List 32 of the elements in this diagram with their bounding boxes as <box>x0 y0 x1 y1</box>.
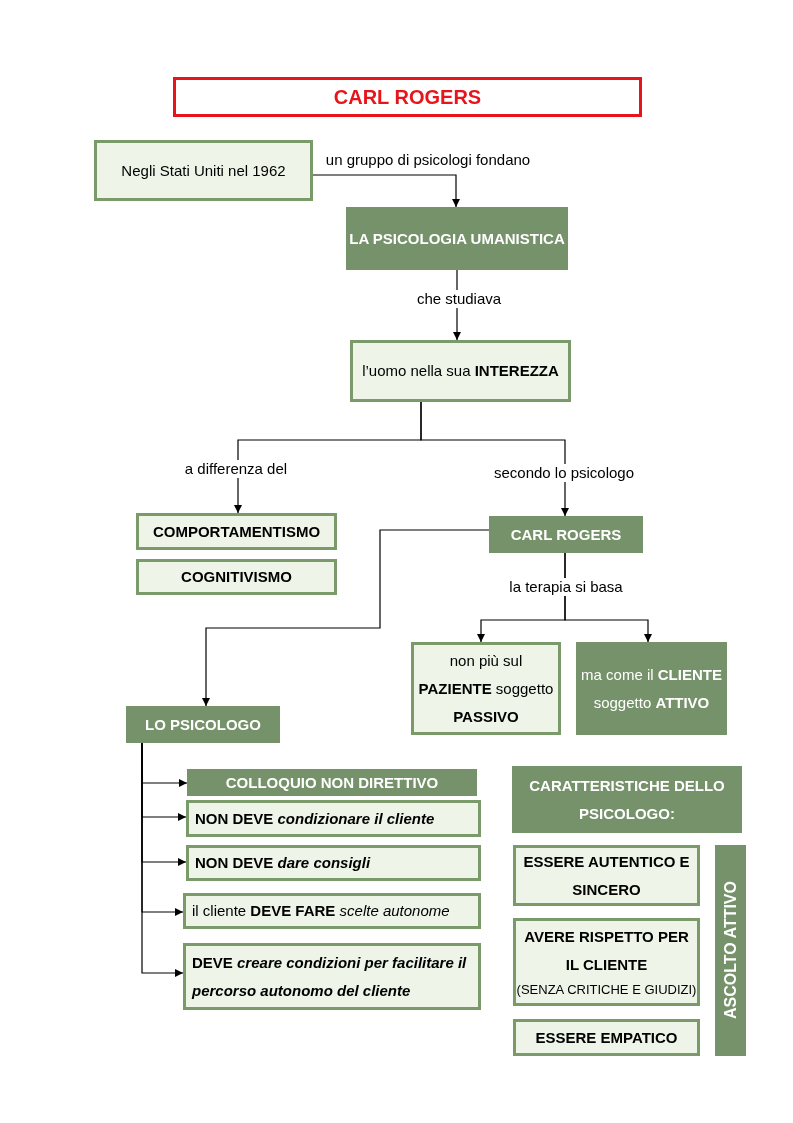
edge-label: un gruppo di psicologi fondano <box>323 151 533 169</box>
text-box: ESSERE AUTENTICO E SINCERO <box>513 845 700 906</box>
concept-box: CARATTERISTICHE DELLO PSICOLOGO: <box>512 766 742 833</box>
concept-box: LA PSICOLOGIA UMANISTICA <box>346 207 568 270</box>
concept-box: LO PSICOLOGO <box>126 706 280 743</box>
edge-label: secondo lo psicologo <box>491 464 637 482</box>
text-box: non più sul PAZIENTE soggetto PASSIVO <box>411 642 561 735</box>
text-box: NON DEVE condizionare il cliente <box>186 800 481 837</box>
text-box: ESSERE EMPATICO <box>513 1019 700 1056</box>
text-box: DEVE creare condizioni per facilitare il percorso autonomo del cliente <box>183 943 481 1010</box>
title: CARL ROGERS <box>173 77 642 117</box>
box-heading: AVERE RISPETTO PER IL CLIENTE <box>523 927 690 975</box>
concept-box: COLLOQUIO NON DIRETTIVO <box>187 769 477 796</box>
concept-box: COGNITIVISMO <box>136 559 337 595</box>
edge-label: che studiava <box>414 290 504 308</box>
text-box <box>513 918 700 1006</box>
text-box: ma come il CLIENTE soggetto ATTIVO <box>576 642 727 735</box>
arrow <box>420 401 570 517</box>
concept-box: CARL ROGERS <box>489 516 643 553</box>
arrow <box>312 174 461 208</box>
text-box: NON DEVE dare consigli <box>186 845 481 881</box>
arrow <box>141 742 184 978</box>
edge-label: a differenza del <box>182 460 290 478</box>
arrow <box>201 529 490 707</box>
concept-box: COMPORTAMENTISMO <box>136 513 337 550</box>
edge-label: la terapia si basa <box>507 578 625 596</box>
vertical-band: ASCOLTO ATTIVO <box>715 845 746 1056</box>
text-box: il cliente DEVE FARE scelte autonome <box>183 893 481 929</box>
text-box: l’uomo nella sua INTEREZZA <box>350 340 571 402</box>
arrow <box>564 552 653 643</box>
text-box: Negli Stati Uniti nel 1962 <box>94 140 313 201</box>
box-note: (SENZA CRITICHE E GIUDIZI) <box>516 981 697 999</box>
